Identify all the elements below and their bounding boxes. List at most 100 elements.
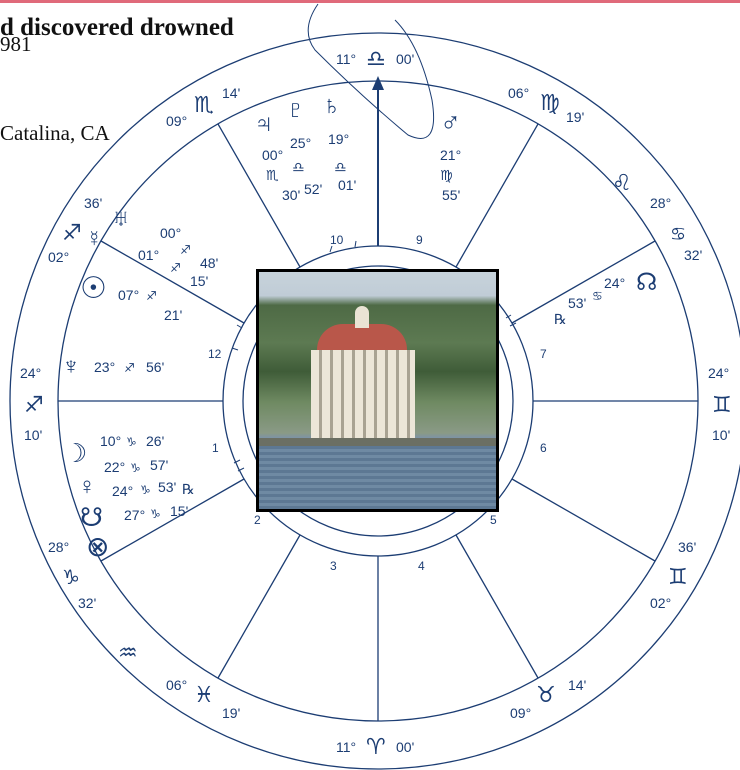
planet-north-node: ℞ 53' ♋ 24° ☊ [554,269,657,327]
aspect-tick-marks [231,240,517,472]
svg-text:21°: 21° [440,147,461,163]
svg-text:♑: ♑ [62,567,80,589]
chart-location: Catalina, CA [0,121,110,145]
svg-text:02°: 02° [48,249,69,265]
cusp-7-label: 28° ♋ 32' [650,195,702,263]
svg-text:♐: ♐ [24,392,44,417]
cusp-10-label: 09° ♏ 14' [166,85,240,129]
south-node-icon: ☋ [80,502,103,532]
svg-text:00°: 00° [262,147,283,163]
svg-text:♉: ♉ [536,682,556,707]
svg-text:19': 19' [222,705,240,721]
svg-text:♏: ♏ [194,92,214,117]
house-number-5: 5 [490,513,497,527]
house-number-4: 4 [418,559,425,573]
planet-moon: ☽ 10° ♑ 26' [64,433,164,468]
planet-mars: ♂ 21° ♍ 55' [440,107,461,203]
svg-text:09°: 09° [510,705,531,721]
svg-text:27°: 27° [124,507,145,523]
svg-text:♊: ♊ [712,392,732,417]
planet-mercury: ☿ 01° ♐ 15' [86,226,208,289]
moon-icon: ☽ [64,438,87,468]
svg-text:♎: ♎ [334,159,347,175]
house-number-1: 1 [212,441,219,455]
retrograde-icon: ℞ [554,311,567,327]
svg-text:52': 52' [304,181,322,197]
svg-text:♋: ♋ [592,289,603,303]
svg-text:♊: ♊ [668,564,688,589]
svg-text:09°: 09° [166,113,187,129]
svg-text:♑: ♑ [130,461,141,475]
svg-text:55': 55' [442,187,460,203]
outer-ring [9,32,740,770]
planet-sun: ☉ 07° ♐ 21' [80,272,182,323]
svg-text:26': 26' [146,433,164,449]
svg-text:11°: 11° [336,739,356,755]
svg-text:23°: 23° [94,359,115,375]
sun-icon: ☉ [80,272,107,305]
house-number-6: 6 [540,441,547,455]
svg-text:14': 14' [568,677,586,693]
svg-text:19°: 19° [328,131,349,147]
mercury-icon: ☿ [86,226,103,251]
svg-text:48': 48' [200,255,218,271]
svg-text:36': 36' [678,539,696,555]
svg-text:06°: 06° [166,677,187,693]
svg-text:25°: 25° [290,135,311,151]
svg-text:♎: ♎ [292,159,305,175]
house-number-2: 2 [254,513,261,527]
svg-text:15': 15' [190,273,208,289]
svg-text:♓: ♓ [194,682,214,707]
svg-text:10': 10' [24,427,42,443]
saturn-icon: ♄ [322,90,342,120]
photo-building [311,350,415,442]
svg-text:♑: ♑ [126,435,137,449]
house-cusp-lines [58,81,698,721]
cusp-3-label: 06° ♓ 19' [166,677,240,721]
midheaven-arrow [372,76,384,90]
venus-icon: ♀ [78,473,96,500]
cusp-4-label: 09° ♉ 14' [510,677,586,721]
svg-text:32': 32' [78,595,96,611]
svg-text:24°: 24° [708,365,729,381]
svg-text:00°: 00° [160,225,181,241]
svg-text:28°: 28° [48,539,69,555]
svg-text:15': 15' [170,503,188,519]
svg-text:10°: 10° [100,433,121,449]
svg-text:28°: 28° [650,195,671,211]
svg-text:07°: 07° [118,287,139,303]
retrograde-icon: ℞ [182,481,195,497]
svg-text:♏: ♏ [266,167,279,183]
jupiter-icon: ♃ [254,108,274,138]
cusp-mc-label: 11° ♎ 00' [336,46,414,71]
svg-text:56': 56' [146,359,164,375]
svg-text:♋: ♋ [670,224,686,244]
svg-text:21': 21' [164,307,182,323]
photo-water [259,446,496,509]
photo-cupola [355,306,369,328]
chart-date: 981 [0,32,32,56]
part-of-fortune-icon: ⊗ [86,531,109,562]
photo-dome [317,324,407,352]
north-node-icon: ☊ [636,269,657,296]
cusp-1-label: 28° ♑ 32' [48,539,96,611]
svg-text:01°: 01° [138,247,159,263]
top-rule [0,0,740,3]
svg-text:♑: ♑ [150,507,161,521]
svg-text:06°: 06° [508,85,529,101]
planet-saturn: ♄ 19° ♎ 01' [322,90,356,193]
svg-text:♐: ♐ [180,243,191,257]
photo-shore [259,438,496,446]
neptune-icon: ♆ [62,353,80,380]
aquarius-sign-label: ♒ [118,640,138,665]
planet-pluto: ♇ 25° ♎ 52' [286,94,322,197]
svg-text:53': 53' [568,295,586,311]
svg-text:10': 10' [712,427,730,443]
house-number-3: 3 [330,559,337,573]
chart-title: d discovered drowned [0,14,234,41]
mars-icon: ♂ [440,107,461,138]
svg-text:36': 36' [84,195,102,211]
cusp-11-label: 36' ♐ 02° [48,195,102,265]
house-number-7: 7 [540,347,547,361]
